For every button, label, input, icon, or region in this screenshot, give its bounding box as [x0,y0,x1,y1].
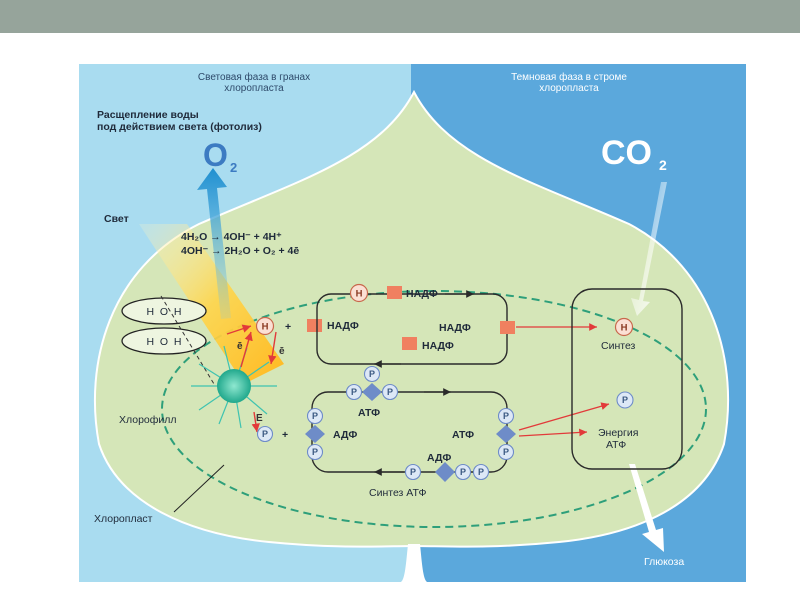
atp-to-energy-arrow [518,428,588,437]
light-phase-title-line1: Световая фаза в гранах [198,71,310,83]
adp-diamond-bottom [435,462,455,482]
adp-label-bottom: АДФ [427,452,451,464]
phosphate-synthesis-label: P [622,395,628,405]
plus-sign-2: + [282,429,288,441]
phosphate-right-1-label: P [503,411,509,421]
phosphate-left-2-label: P [312,447,318,457]
phosphate-bottom-3 [472,463,490,481]
nadf-label-bottom: НАДФ [422,340,454,352]
phosphate-left-2 [306,443,324,461]
phosphate-top-2-label: P [351,387,357,397]
adp-label-left: АДФ [333,429,357,441]
electron-label-1: ē [237,341,243,352]
water-molecule-1 [121,297,207,325]
phosphate-bottom-3-label: P [478,467,484,477]
chloroplast-label: Хлоропласт [94,513,153,525]
nadf-label-top: НАДФ [406,288,438,300]
nadf-label-right: НАДФ [439,322,471,334]
water-molecule-1-label: H O H [146,306,181,318]
electron-arrow-up [240,331,253,368]
hydrogen-ion-left [255,316,275,336]
atp-diamond-right [496,425,516,443]
light-path-dashes [160,295,215,385]
nadf-square-right [500,321,515,334]
atp-synthesis-label: Синтез АТФ [369,487,427,499]
phosphate-right-2-label: P [503,447,509,457]
photosynthesis-diagram: Световая фаза в гранах хлоропласта Темно… [79,64,746,582]
glucose-label: Глюкоза [644,556,684,568]
hydrogen-ion-synthesis [614,317,634,337]
water-molecule-2 [121,327,207,355]
hydrogen-ion-left-label: H [262,322,269,333]
equation-2: 4OH⁻ → 2H₂O + O₂ + 4ē [181,245,299,257]
chlorophyll-molecule [217,369,251,403]
equation-1: 4H₂O → 4OH⁻ + 4H⁺ [181,231,282,243]
co2-arrow [631,182,667,316]
slide-top-bar [0,0,800,33]
phosphate-left-1-label: P [312,411,318,421]
glucose-arrow [629,464,664,552]
phosphate-bottom-2-label: P [460,467,466,477]
adp-diamond-left [305,425,325,443]
photolysis-title-line2: под действием света (фотолиз) [97,121,262,133]
synthesis-label: Синтез [601,340,636,352]
nadf-square-left [307,319,322,332]
electron-arrow-down [268,331,277,365]
phosphate-left-free-label: P [262,429,268,439]
phosphate-top-1 [363,365,381,383]
hydrogen-arrow [226,324,252,335]
chloroplast-pointer [173,464,225,513]
oxygen-label: O [203,137,228,173]
light-phase-title-line2: хлоропласта [224,83,284,94]
chlorophyll-label: Хлорофилл [119,414,177,426]
phosphate-top-1-label: P [369,369,375,379]
atp-diamond-top [362,383,382,401]
phosphate-left-free [256,425,274,443]
oxygen-arrow [197,168,231,319]
energy-label-line1: Энергия [598,427,638,439]
phosphate-top-3-label: P [387,387,393,397]
oxygen-subscript: 2 [230,160,237,175]
phosphate-bottom-2 [454,463,472,481]
phosphate-bottom-1 [404,463,422,481]
phosphate-arrow [251,411,260,433]
synthesis-box [571,288,683,470]
phosphate-right-1 [497,407,515,425]
energy-label-line2: АТФ [606,439,626,451]
hydrogen-ion-synthesis-label: H [621,323,628,334]
hydrogen-ion-top [349,283,369,303]
water-molecule-2-label: H O H [146,336,181,348]
photosynthesis-figure: Световая фаза в гранах хлоропласта Темно… [79,64,746,582]
atp-label-right: АТФ [452,429,474,441]
photolysis-title-line1: Расщепление воды [97,109,199,121]
electron-label-e: E [256,413,263,424]
phosphate-right-2 [497,443,515,461]
nadf-square-top [387,286,402,299]
electron-label-2: ē [279,346,285,357]
atp-to-phosphate-arrow [518,402,610,431]
phosphate-left-1 [306,407,324,425]
nadf-label-left: НАДФ [327,320,359,332]
atp-label-top: АТФ [358,407,380,419]
chloroplast-membrane [161,290,707,528]
phosphate-top-2 [345,383,363,401]
dark-phase-title-line1: Темновая фаза в строме [511,71,627,83]
light-label: Свет [104,213,129,225]
phosphate-top-3 [381,383,399,401]
co2-subscript: 2 [659,157,667,173]
hydrogen-ion-top-label: H [356,289,363,300]
co2-label: CO [601,134,652,172]
dark-phase-title-line2: хлоропласта [539,83,599,94]
phosphate-bottom-1-label: P [410,467,416,477]
phosphate-synthesis [616,391,634,409]
nadf-square-bottom [402,337,417,350]
leaf-stem [401,544,427,582]
plus-sign-1: + [285,321,291,333]
